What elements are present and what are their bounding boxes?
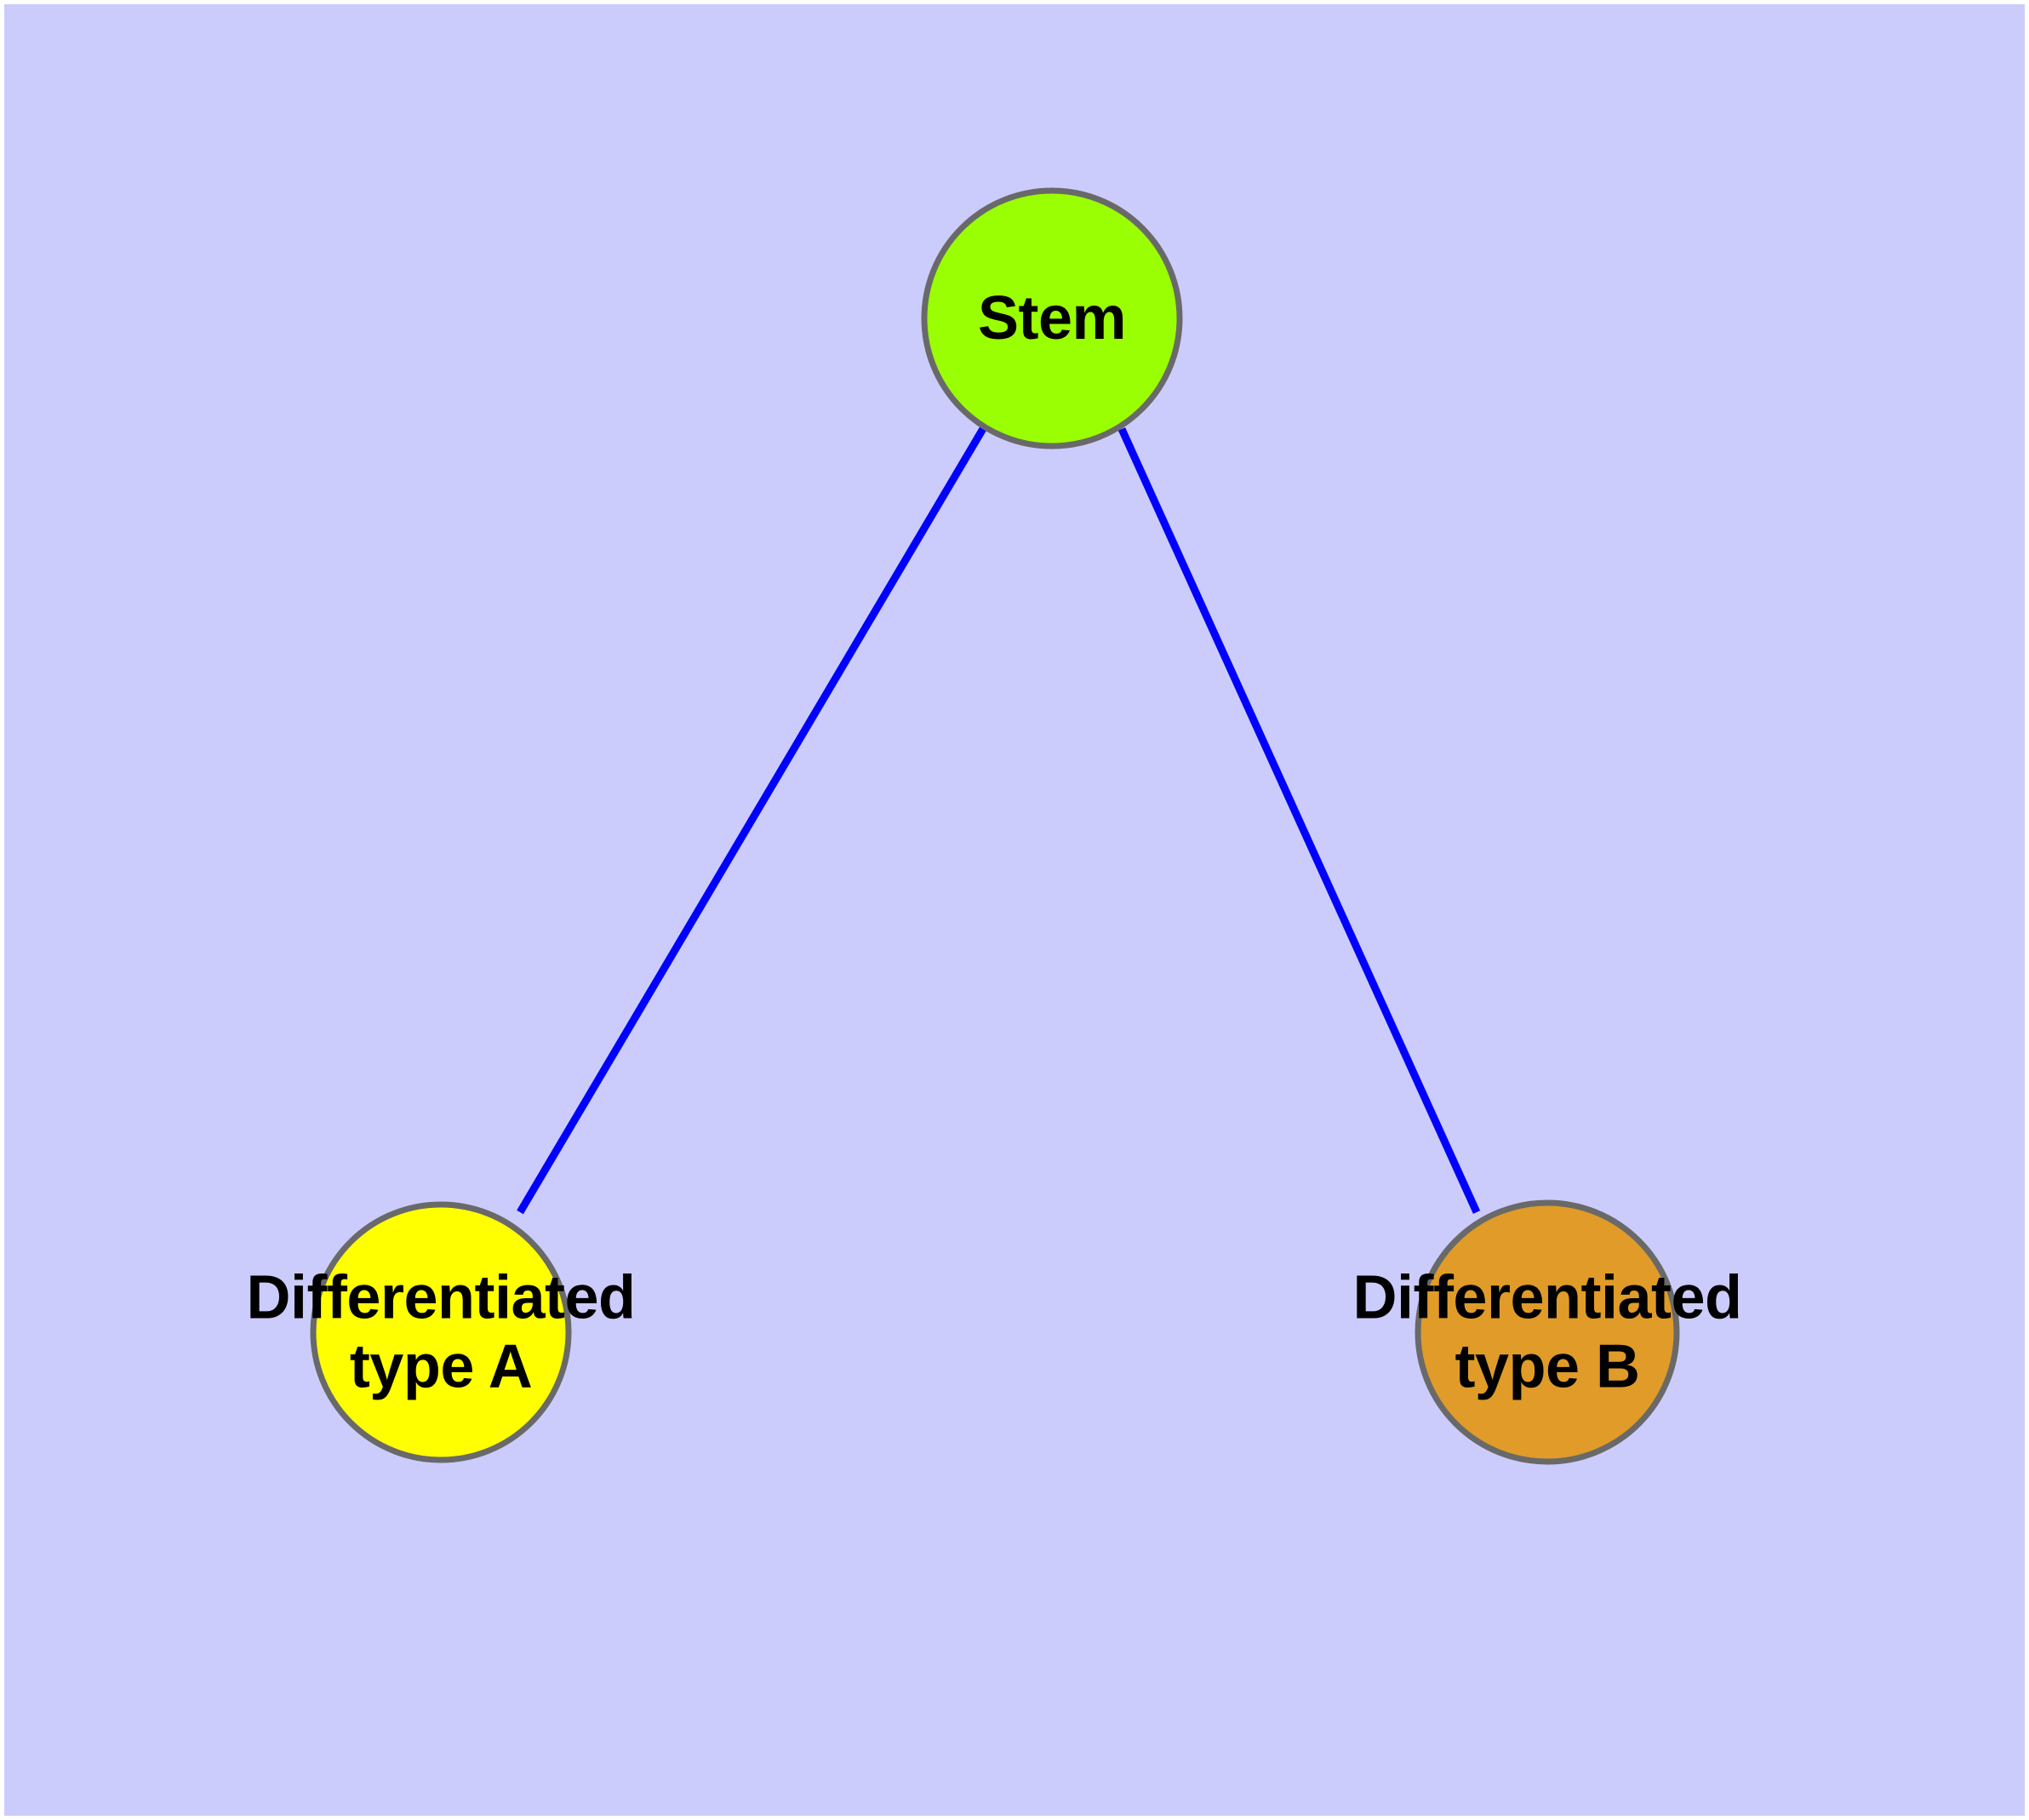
node-layer — [310, 187, 1680, 1465]
graph-node-stem[interactable] — [921, 187, 1183, 449]
graph-node-diff_b[interactable] — [1415, 1199, 1680, 1465]
graph-edge-stem-diff_a[interactable] — [517, 425, 987, 1215]
graph-node-diff_a[interactable] — [310, 1201, 572, 1463]
edge-layer — [517, 425, 1481, 1215]
graph-edge-stem-diff_b[interactable] — [1117, 427, 1481, 1214]
